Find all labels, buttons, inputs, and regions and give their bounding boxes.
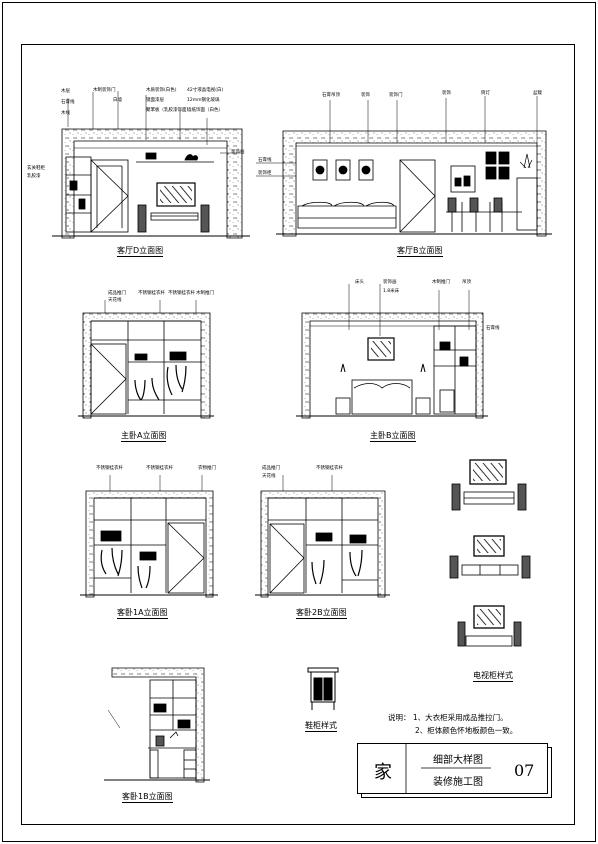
elevation-living-b [256, 96, 552, 237]
caption-shoe-cabinet: 鞋柜样式 [305, 721, 337, 732]
callout-ma-2: 不锈钢挂衣杆 [138, 291, 165, 296]
title-block-logo: 家 [374, 762, 392, 783]
callout-mb-2: 1.8米床 [383, 289, 400, 294]
callout-b2b-0: 成品推门 [262, 466, 280, 471]
title-block-sheet-number: 07 [514, 761, 535, 780]
callout-ld-7: 镜面漆层 [146, 98, 164, 103]
elevation-master-a [78, 300, 214, 419]
callout-b2b-1: 天花线 [262, 474, 276, 479]
callout-lb-1: 装饰 [361, 93, 370, 98]
callout-lb-5: 盆栽 [533, 91, 542, 96]
callout-ma-1: 天花线 [108, 298, 122, 303]
callout-lb-6: 石膏线 [258, 158, 272, 163]
callout-b1a-1: 衣物推门 [198, 466, 216, 471]
caption-bed1a: 客卧1A立面图 [117, 608, 168, 619]
callout-lb-2: 装饰门 [389, 93, 403, 98]
inner-border [21, 44, 575, 825]
caption-living-d: 客厅D立面图 [117, 246, 164, 257]
elevation-bed1a [80, 475, 218, 598]
title-block-frame [357, 743, 552, 798]
callout-ld-5: 白墙 [113, 98, 122, 103]
caption-master-a: 主卧A立面图 [121, 431, 167, 442]
title-block-title-bottom: 装修施工图 [433, 777, 483, 788]
callout-b2b-2: 不锈钢挂衣杆 [316, 466, 343, 471]
elevation-master-b [296, 284, 488, 419]
callout-mb-5: 木制推门 [432, 280, 450, 285]
callout-ld-8: 聚苯板（乳胶漆饰面） [146, 108, 191, 113]
title-block-title-top: 细部大样图 [433, 755, 483, 766]
note-line-1: 说明： 1、大衣柜采用成品推拉门。 [388, 713, 508, 722]
callout-b1a-0b: 不锈钢挂衣杆 [146, 466, 173, 471]
shoe-cabinet-style [307, 667, 339, 710]
callout-lb-3: 装饰 [442, 91, 451, 96]
callout-mb-4: 吊顶 [462, 280, 471, 285]
callout-ld-11: 墙纸饰面（白色） [187, 108, 223, 113]
caption-bed1b: 客卧1B立面图 [122, 792, 173, 803]
elevation-bed1b [104, 667, 210, 783]
callout-ld-9: 42寸液晶电视(白) [187, 88, 224, 93]
callout-ld-10: 12mm钢化玻璃 [187, 98, 220, 103]
callout-ma-2b: 不锈钢挂衣杆 [168, 291, 195, 296]
callout-lb-4: 筒灯 [481, 91, 490, 96]
callout-b1a-0: 不锈钢挂衣杆 [96, 466, 123, 471]
callout-ld-0: 木层 [61, 89, 70, 94]
note-line-2: 2、柜体颜色怀地板颜色一致。 [415, 726, 518, 735]
elevation-bed2b [255, 475, 390, 598]
callout-ld-6: 木质装饰(白色) [146, 88, 177, 93]
elevation-living-d [52, 91, 250, 239]
callout-ma-3: 木制推门 [196, 291, 214, 296]
callout-ma-0: 成品推门 [108, 291, 126, 296]
callout-ld-1: 石膏线 [61, 100, 75, 105]
callout-lb-7: 装饰柜 [258, 171, 272, 176]
callout-mb-3: 石膏线 [486, 326, 500, 331]
callout-ld-2: 木线 [61, 111, 70, 116]
caption-bed2b: 客卧2B立面图 [296, 608, 347, 619]
callout-ld-13: 装饰画 [231, 150, 245, 155]
callout-mb-0: 床头 [355, 280, 364, 285]
callout-lb-0: 石膏吊顶 [322, 93, 340, 98]
tv-cabinet-styles [449, 459, 531, 647]
caption-tv-cabinet: 电视柜样式 [473, 671, 513, 682]
callout-ld-4: 木制装饰门 [93, 88, 116, 93]
callout-ld-12: 玄关鞋柜 [27, 166, 45, 171]
caption-master-b: 主卧B立面图 [370, 431, 416, 442]
callout-mb-1: 装饰画 [383, 280, 397, 285]
caption-living-b: 客厅B立面图 [397, 246, 443, 257]
callout-ld-3: 乳胶漆 [27, 174, 41, 179]
